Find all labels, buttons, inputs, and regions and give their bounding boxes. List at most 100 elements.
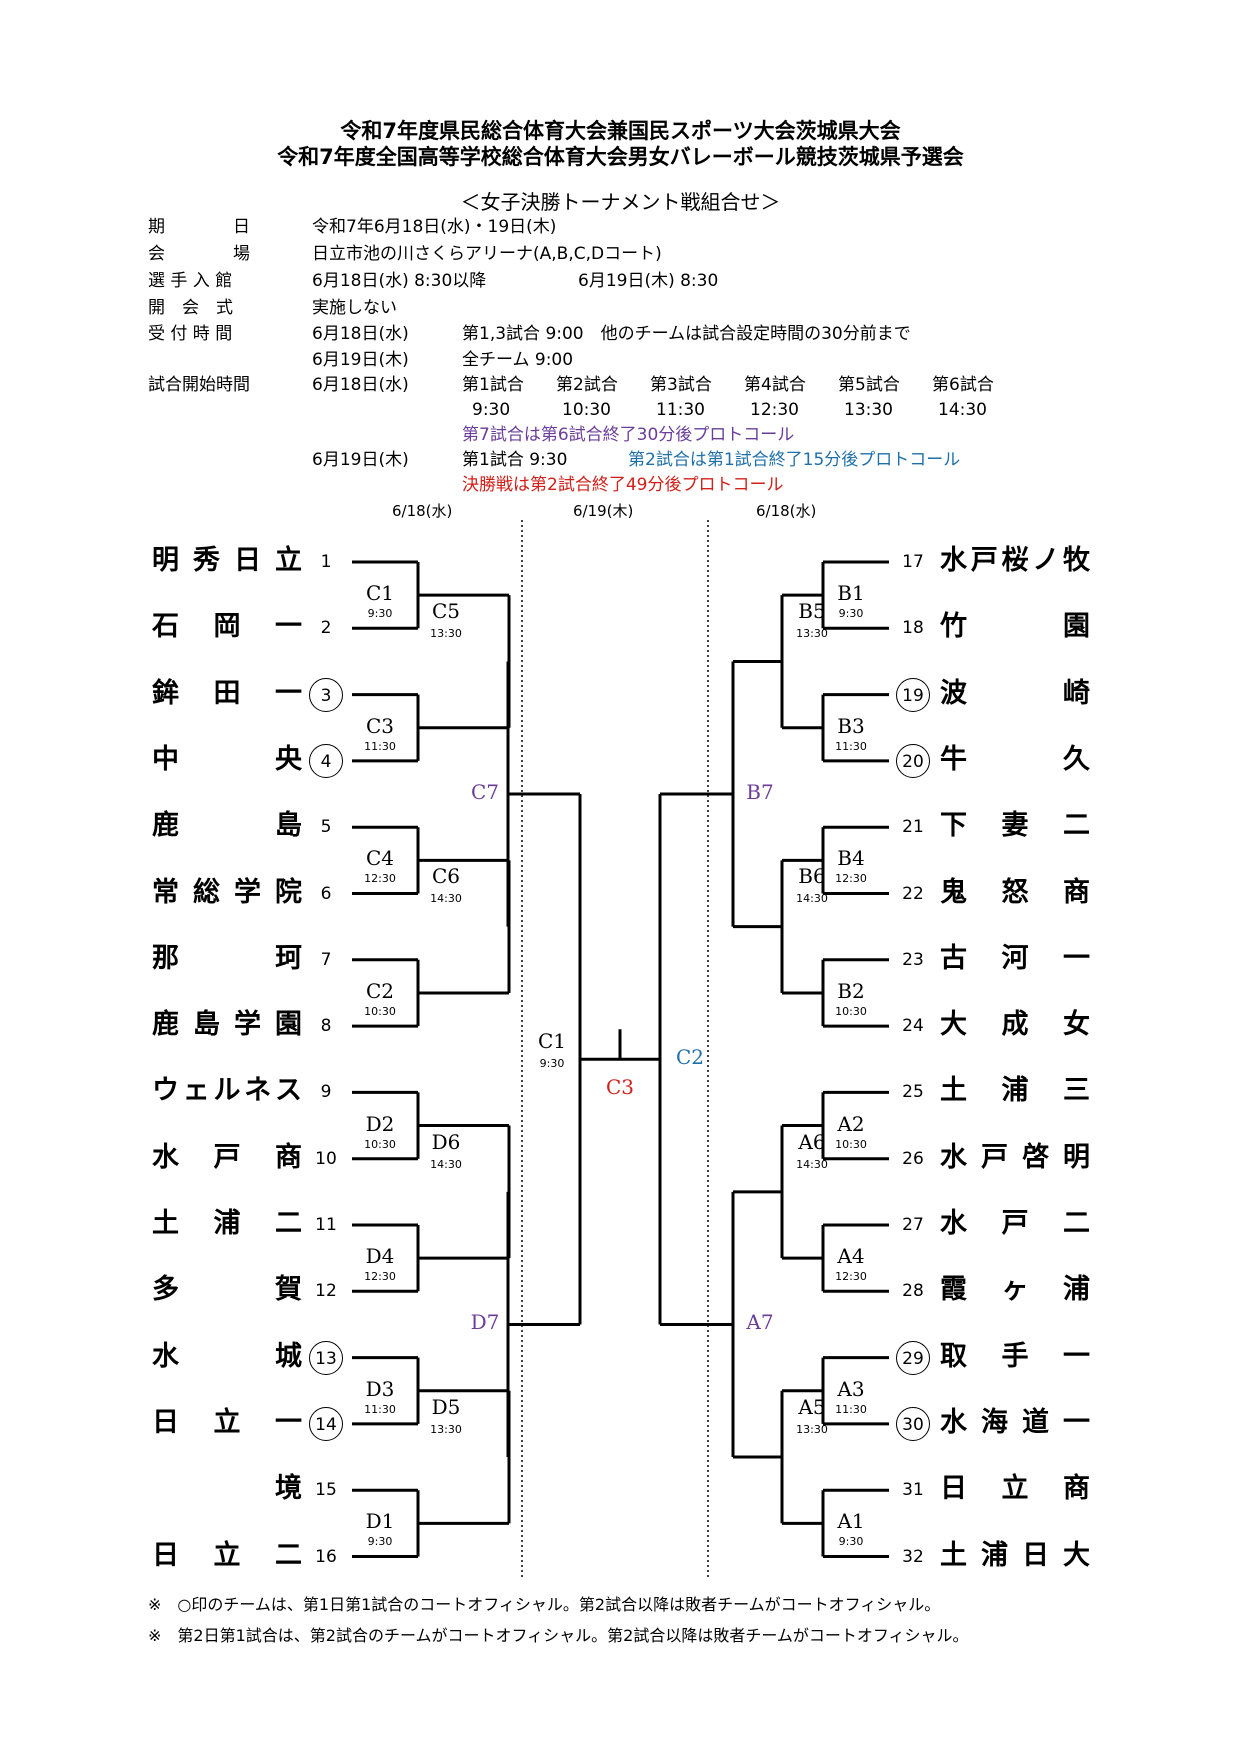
venue-label: 会 場 bbox=[148, 244, 250, 264]
left-seed-2: 2 bbox=[320, 618, 332, 639]
start-label: 試合開始時間 bbox=[148, 375, 250, 395]
right-r3-match-1: B7 bbox=[746, 780, 774, 805]
title-line-2: 令和7年度全国高等学校総合体育大会男女バレーボール競技茨城県予選会 bbox=[277, 145, 964, 169]
right-r2-match-2: B6 bbox=[798, 864, 826, 889]
right-r1-time-5: 10:30 bbox=[835, 1137, 867, 1151]
left-r3-match-1: C7 bbox=[470, 780, 500, 805]
right-r2-match-4: A5 bbox=[798, 1394, 826, 1419]
right-team-4: 牛久 bbox=[940, 743, 1090, 775]
left-r1-match-2: C3 bbox=[365, 713, 395, 738]
right-seed-8: 24 bbox=[902, 1016, 924, 1037]
right-seed-12: 28 bbox=[902, 1281, 924, 1302]
left-team-14: 日立一 bbox=[152, 1406, 302, 1438]
right-team-6: 鬼怒商 bbox=[940, 876, 1090, 908]
left-team-3: 鉾田一 bbox=[152, 677, 302, 709]
left-team-7: 那珂 bbox=[152, 942, 302, 974]
right-r1-time-1: 9:30 bbox=[838, 607, 864, 621]
reception-day2-text: 全チーム 9:00 bbox=[462, 350, 574, 370]
match-time-5: 13:30 bbox=[844, 400, 893, 420]
reception-label: 受 付 時 間 bbox=[148, 324, 233, 344]
start-day2: 6月19日(木) bbox=[312, 450, 409, 470]
left-team-10: 水戸商 bbox=[152, 1141, 302, 1173]
entry-label: 選 手 入 館 bbox=[148, 271, 233, 291]
right-r2-time-2: 14:30 bbox=[796, 892, 828, 906]
right-r1-match-6: A4 bbox=[837, 1244, 865, 1269]
right-seed-14: 30 bbox=[896, 1406, 930, 1441]
left-team-16: 日立二 bbox=[152, 1539, 302, 1571]
right-r1-time-6: 12:30 bbox=[835, 1270, 867, 1284]
left-team-1: 明秀日立 bbox=[152, 545, 302, 576]
right-r2-time-4: 13:30 bbox=[796, 1422, 828, 1436]
right-team-11: 水戸二 bbox=[940, 1208, 1090, 1239]
left-r1-match-4: C2 bbox=[365, 978, 395, 1003]
right-seed-15: 31 bbox=[902, 1480, 924, 1501]
left-seed-15: 15 bbox=[315, 1480, 337, 1501]
left-team-13: 水城 bbox=[152, 1340, 302, 1372]
right-team-10: 水戸啓明 bbox=[940, 1141, 1090, 1173]
left-seed-5: 5 bbox=[320, 817, 332, 838]
venue-value: 日立市池の川さくらアリーナ(A,B,C,Dコート) bbox=[312, 244, 662, 264]
right-r1-time-4: 10:30 bbox=[835, 1004, 867, 1018]
right-r1-match-7: A3 bbox=[837, 1376, 865, 1401]
right-r1-match-3: B4 bbox=[837, 846, 865, 871]
match-name-5: 第5試合 bbox=[838, 375, 900, 395]
right-seed-6: 22 bbox=[902, 883, 924, 904]
right-r1-time-7: 11:30 bbox=[835, 1402, 867, 1416]
right-seed-9: 25 bbox=[902, 1082, 924, 1103]
left-r1-match-8: D1 bbox=[365, 1509, 395, 1534]
right-seed-13: 29 bbox=[896, 1340, 930, 1375]
reception-day2: 6月19日(木) bbox=[312, 350, 409, 370]
left-r1-match-1: C1 bbox=[365, 581, 395, 606]
match-name-6: 第6試合 bbox=[932, 375, 994, 395]
left-r1-match-5: D2 bbox=[365, 1111, 395, 1136]
final-match: C3 bbox=[605, 1075, 635, 1100]
day2-match2-note: 第2試合は第1試合終了15分後プロトコール bbox=[628, 450, 961, 470]
right-seed-3: 19 bbox=[896, 677, 930, 712]
right-r1-match-4: B2 bbox=[837, 978, 865, 1003]
reception-day1: 6月18日(水) bbox=[312, 324, 409, 344]
left-team-4: 中央 bbox=[152, 743, 302, 775]
right-r1-match-5: A2 bbox=[837, 1111, 865, 1136]
right-r2-match-1: B5 bbox=[798, 599, 826, 624]
final-note: 決勝戦は第2試合終了49分後プロトコール bbox=[462, 475, 784, 495]
left-seed-4: 4 bbox=[309, 743, 343, 778]
right-team-12: 霞ヶ浦 bbox=[940, 1274, 1090, 1306]
date-value: 令和7年6月18日(水)・19日(木) bbox=[312, 217, 557, 237]
right-seed-16: 32 bbox=[902, 1546, 924, 1567]
left-seed-9: 9 bbox=[320, 1082, 332, 1103]
left-team-9: ウェルネス bbox=[152, 1075, 302, 1107]
left-team-12: 多賀 bbox=[152, 1274, 302, 1306]
subtitle: ＜女子決勝トーナメント戦組合せ＞ bbox=[460, 190, 781, 214]
left-r1-time-8: 9:30 bbox=[367, 1535, 393, 1549]
match-name-4: 第4試合 bbox=[744, 375, 806, 395]
right-seed-4: 20 bbox=[896, 743, 930, 778]
left-seed-6: 6 bbox=[320, 883, 332, 904]
left-r1-time-1: 9:30 bbox=[367, 607, 393, 621]
left-r2-match-1: C5 bbox=[431, 599, 461, 624]
entry-value-2: 6月19日(木) 8:30 bbox=[578, 271, 719, 291]
start-day1: 6月18日(水) bbox=[312, 375, 409, 395]
right-seed-11: 27 bbox=[902, 1215, 924, 1235]
right-seed-2: 18 bbox=[902, 618, 924, 639]
right-r1-time-2: 11:30 bbox=[835, 739, 867, 753]
right-r1-match-2: B3 bbox=[837, 713, 865, 738]
left-seed-14: 14 bbox=[309, 1406, 343, 1441]
left-seed-8: 8 bbox=[320, 1016, 332, 1037]
title-line-1: 令和7年度県民総合体育大会兼国民スポーツ大会茨城県大会 bbox=[340, 119, 901, 143]
right-team-13: 取手一 bbox=[940, 1340, 1090, 1372]
right-team-8: 大成女 bbox=[940, 1009, 1090, 1041]
right-seed-1: 17 bbox=[902, 552, 924, 572]
match-name-1: 第1試合 bbox=[462, 375, 524, 395]
right-team-14: 水海道一 bbox=[940, 1406, 1090, 1438]
left-seed-1: 1 bbox=[320, 552, 332, 572]
right-team-15: 日立商 bbox=[940, 1473, 1090, 1505]
match-name-3: 第3試合 bbox=[650, 375, 712, 395]
left-r1-time-5: 10:30 bbox=[364, 1137, 396, 1151]
date-label: 期 日 bbox=[148, 217, 250, 237]
left-r2-time-2: 14:30 bbox=[430, 892, 462, 906]
left-r2-time-3: 14:30 bbox=[430, 1157, 462, 1171]
left-r1-match-6: D4 bbox=[365, 1244, 395, 1269]
left-team-8: 鹿島学園 bbox=[152, 1009, 302, 1041]
entry-value-1: 6月18日(水) 8:30以降 bbox=[312, 271, 487, 291]
